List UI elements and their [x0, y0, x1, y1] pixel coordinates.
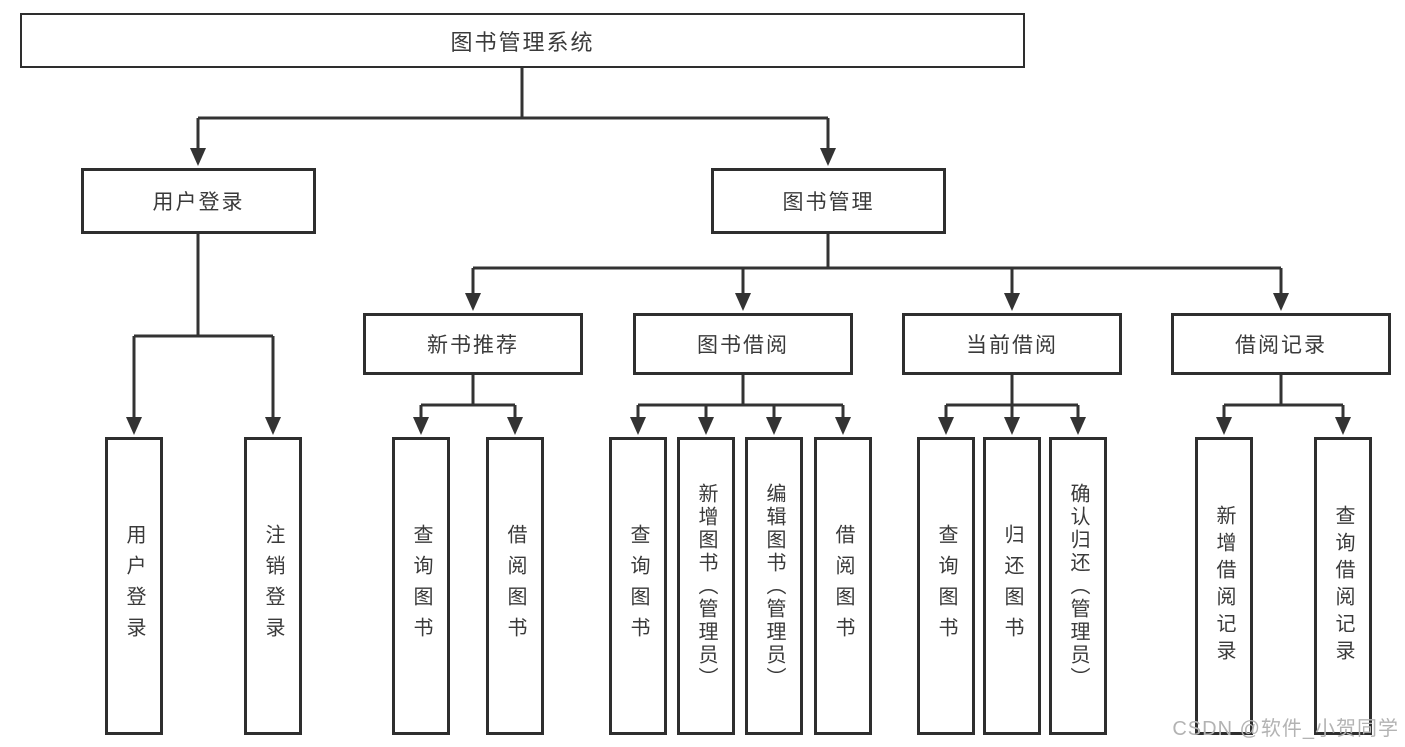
- leaf-add-books-admin: 新增图书（管理员）: [677, 437, 735, 735]
- leaf-query-books-borrow: 查询图书: [609, 437, 667, 735]
- leaf-logout: 注销登录: [244, 437, 302, 735]
- node-borrow-records: 借阅记录: [1171, 313, 1391, 375]
- node-user-login: 用户登录: [81, 168, 316, 234]
- leaf-edit-books-admin: 编辑图书（管理员）: [745, 437, 803, 735]
- arrowhead-icon: [1335, 417, 1351, 435]
- arrowhead-icon: [938, 417, 954, 435]
- leaf-user-login: 用户登录: [105, 437, 163, 735]
- leaf-query-books-current: 查询图书: [917, 437, 975, 735]
- arrowhead-icon: [265, 417, 281, 435]
- node-book-management: 图书管理: [711, 168, 946, 234]
- node-book-borrow: 图书借阅: [633, 313, 853, 375]
- arrowhead-icon: [630, 417, 646, 435]
- arrowhead-icon: [735, 293, 751, 311]
- arrowhead-icon: [820, 148, 836, 166]
- node-new-book-recommend: 新书推荐: [363, 313, 583, 375]
- leaf-query-books-recommend: 查询图书: [392, 437, 450, 735]
- leaf-confirm-return-admin: 确认归还（管理员）: [1049, 437, 1107, 735]
- arrowhead-icon: [190, 148, 206, 166]
- node-current-borrow: 当前借阅: [902, 313, 1122, 375]
- leaf-borrow-books-recommend: 借阅图书: [486, 437, 544, 735]
- arrowhead-icon: [1004, 417, 1020, 435]
- arrowhead-icon: [1273, 293, 1289, 311]
- leaf-return-books: 归还图书: [983, 437, 1041, 735]
- arrowhead-icon: [835, 417, 851, 435]
- arrowhead-icon: [1070, 417, 1086, 435]
- arrowhead-icon: [1216, 417, 1232, 435]
- arrowhead-icon: [126, 417, 142, 435]
- arrowhead-icon: [766, 417, 782, 435]
- arrowhead-icon: [413, 417, 429, 435]
- leaf-borrow-books: 借阅图书: [814, 437, 872, 735]
- leaf-add-borrow-record: 新增借阅记录: [1195, 437, 1253, 735]
- leaf-query-borrow-record: 查询借阅记录: [1314, 437, 1372, 735]
- arrowhead-icon: [698, 417, 714, 435]
- arrowhead-icon: [507, 417, 523, 435]
- node-root-system: 图书管理系统: [20, 13, 1025, 68]
- arrowhead-icon: [1004, 293, 1020, 311]
- arrowhead-icon: [465, 293, 481, 311]
- tree-edges: [132, 68, 1345, 419]
